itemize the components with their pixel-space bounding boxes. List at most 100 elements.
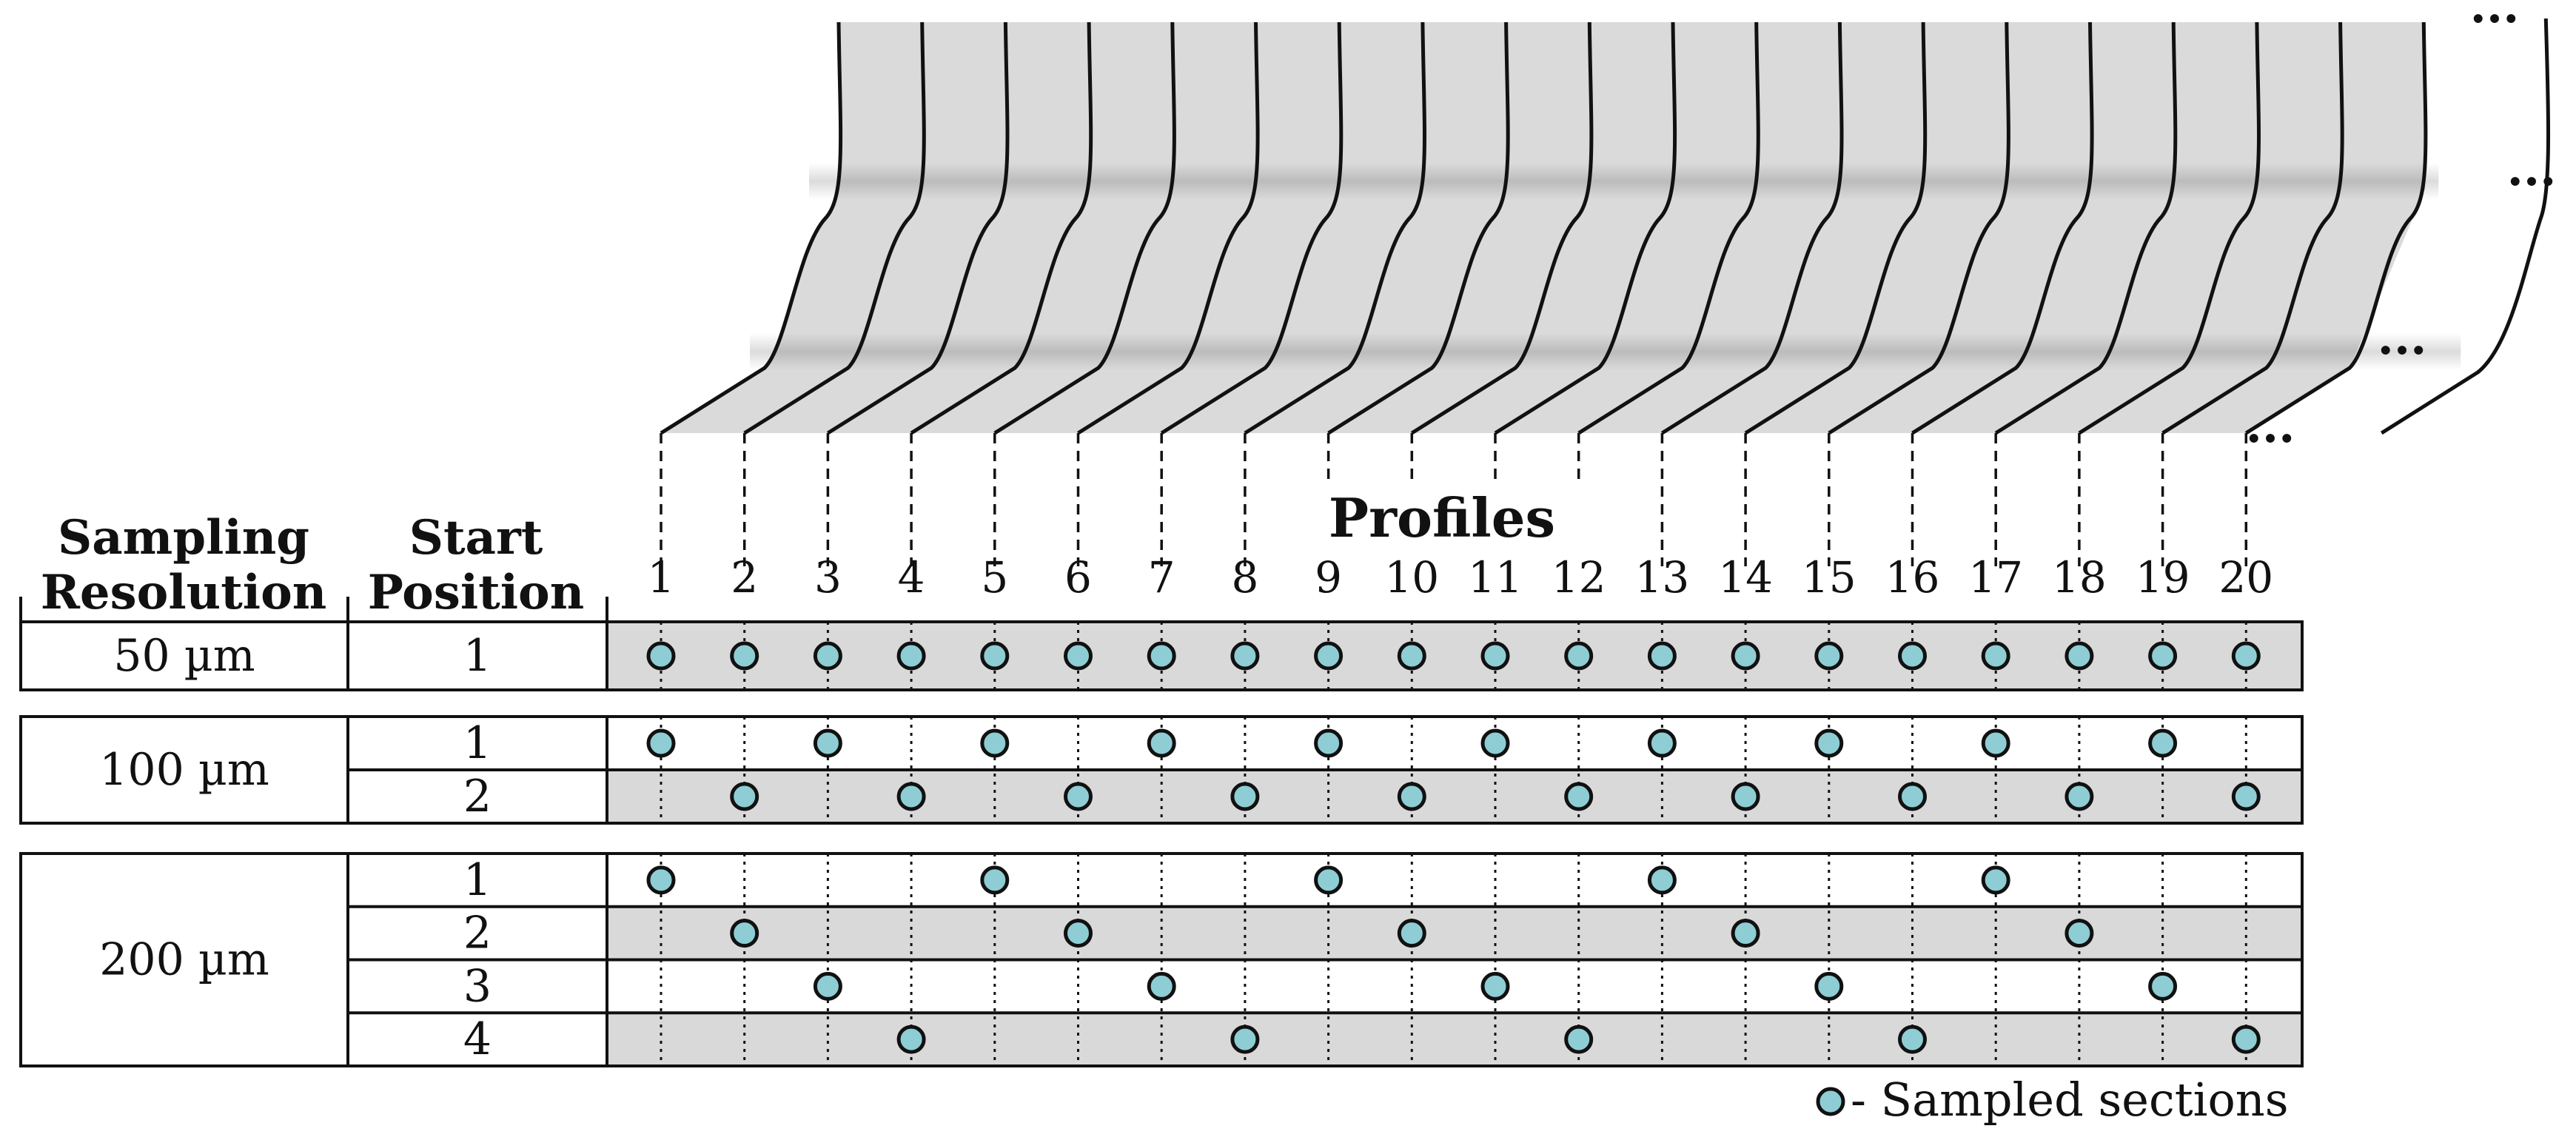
sampled-section-marker	[1731, 919, 1760, 948]
sampled-section-marker	[1147, 641, 1176, 671]
profile-number-label: 9	[1315, 552, 1342, 603]
trailing-sheet-edge	[2380, 18, 2551, 435]
sampled-section-marker	[896, 1025, 926, 1054]
profile-row-band	[607, 854, 2302, 907]
legend: - Sampled sections	[1816, 1073, 2289, 1127]
sampled-section-marker	[1647, 641, 1677, 671]
sampling-header-line1: Sampling	[58, 510, 309, 566]
profile-sheet-edge	[1994, 21, 2178, 435]
start-header-line1: Start	[409, 510, 543, 566]
sampled-section-marker	[1314, 641, 1344, 671]
legend-sampled-marker	[1816, 1087, 1845, 1116]
continuation-ellipsis: ...	[2470, 0, 2520, 34]
profile-row-band	[607, 959, 2302, 1013]
sampled-section-marker	[813, 971, 842, 1001]
sampled-section-marker	[730, 641, 759, 671]
start-position-label: 1	[463, 854, 492, 906]
fold-shadow-lower	[750, 333, 2461, 370]
sampled-section-marker	[1564, 641, 1594, 671]
sampled-section-marker	[1731, 641, 1760, 671]
sampled-section-marker	[1814, 971, 1844, 1001]
start-position-label: 2	[463, 908, 492, 959]
sampled-section-marker	[896, 641, 926, 671]
profile-sheet-edge	[1160, 21, 1344, 435]
profiles-header: Profiles	[1329, 486, 1555, 549]
profile-sheet-edge	[1911, 21, 2094, 435]
profile-sheet-edge	[993, 21, 1176, 435]
profile-number-label: 10	[1384, 552, 1439, 603]
profile-number-label: 8	[1231, 552, 1258, 603]
sampled-section-marker	[1814, 728, 1844, 758]
resolution-label: 200 µm	[99, 934, 269, 986]
profile-sheet-edge	[2078, 21, 2261, 435]
continuation-ellipsis: ...	[2378, 310, 2427, 366]
sampled-section-marker	[2065, 782, 2094, 811]
sampled-section-marker	[1814, 641, 1844, 671]
sheet-fill	[661, 22, 2426, 433]
sampled-section-marker	[813, 641, 842, 671]
resolution-group: 100 µm 12	[19, 715, 2304, 825]
profile-row-band	[607, 1013, 2302, 1066]
profile-number-label: 18	[2052, 552, 2107, 603]
sampled-section-marker	[730, 919, 759, 948]
legend-label: - Sampled sections	[1851, 1073, 2289, 1127]
group-outline	[19, 620, 2304, 691]
sampled-section-marker	[1981, 641, 2010, 671]
sampled-section-marker	[1147, 728, 1176, 758]
sampled-section-marker	[813, 728, 842, 758]
profile-number-label: 17	[1968, 552, 2023, 603]
sampled-section-marker	[1064, 782, 1093, 811]
sampled-section-marker	[2231, 1025, 2261, 1054]
profile-sheet-edge	[1661, 21, 1844, 435]
sampled-section-marker	[1981, 728, 2010, 758]
sampled-section-marker	[1230, 1025, 1260, 1054]
sampled-section-marker	[1314, 865, 1344, 895]
profile-number-label: 14	[1718, 552, 1773, 603]
profile-number-label: 19	[2136, 552, 2190, 603]
sampled-section-marker	[2065, 641, 2094, 671]
sampled-section-marker	[1397, 919, 1426, 948]
start-position-label: 4	[463, 1013, 492, 1065]
sampled-section-marker	[980, 865, 1010, 895]
profile-row-band	[607, 906, 2302, 960]
profile-sheet-edge	[1577, 21, 1760, 435]
profile-number-label: 20	[2218, 552, 2273, 603]
start-position-label: 2	[463, 771, 492, 822]
profile-number-label: 7	[1148, 552, 1175, 603]
profile-sheet-edge	[827, 21, 1010, 435]
sampled-section-marker	[980, 728, 1010, 758]
sampled-section-marker	[2148, 641, 2178, 671]
sampled-section-marker	[1981, 865, 2010, 895]
profile-row-band	[607, 622, 2302, 690]
sampled-section-marker	[646, 728, 676, 758]
sampled-section-marker	[1731, 782, 1760, 811]
sampled-section-marker	[1397, 641, 1426, 671]
sampled-section-marker	[1230, 641, 1260, 671]
profile-sheet-edge	[2244, 21, 2428, 435]
sampled-section-marker	[1564, 782, 1594, 811]
profile-sheet-edge	[1744, 21, 1928, 435]
sampled-section-marker	[2231, 641, 2261, 671]
start-position-label: 1	[463, 717, 492, 769]
sampled-section-marker	[896, 782, 926, 811]
sampling-resolution-header: Sampling Resolution	[41, 510, 327, 620]
start-position-header: Start Position	[368, 510, 585, 620]
sampled-section-marker	[1064, 919, 1093, 948]
sampled-section-marker	[2148, 971, 2178, 1001]
sampled-section-marker	[646, 641, 676, 671]
continuation-ellipsis: ...	[2507, 141, 2557, 197]
sampled-section-marker	[1647, 865, 1677, 895]
profile-number-label: 13	[1634, 552, 1689, 603]
continuation-ellipsis: ...	[2246, 398, 2295, 454]
sampled-section-marker	[2065, 919, 2094, 948]
tissue-section-stack: ............	[660, 0, 2557, 566]
sampled-section-marker	[1564, 1025, 1594, 1054]
profile-sheet-edge	[1244, 21, 1426, 435]
profile-sheet-edge	[910, 21, 1093, 435]
resolution-label: 100 µm	[99, 744, 269, 796]
profile-sheet-edge	[660, 21, 843, 435]
profile-number-label: 11	[1468, 552, 1523, 603]
